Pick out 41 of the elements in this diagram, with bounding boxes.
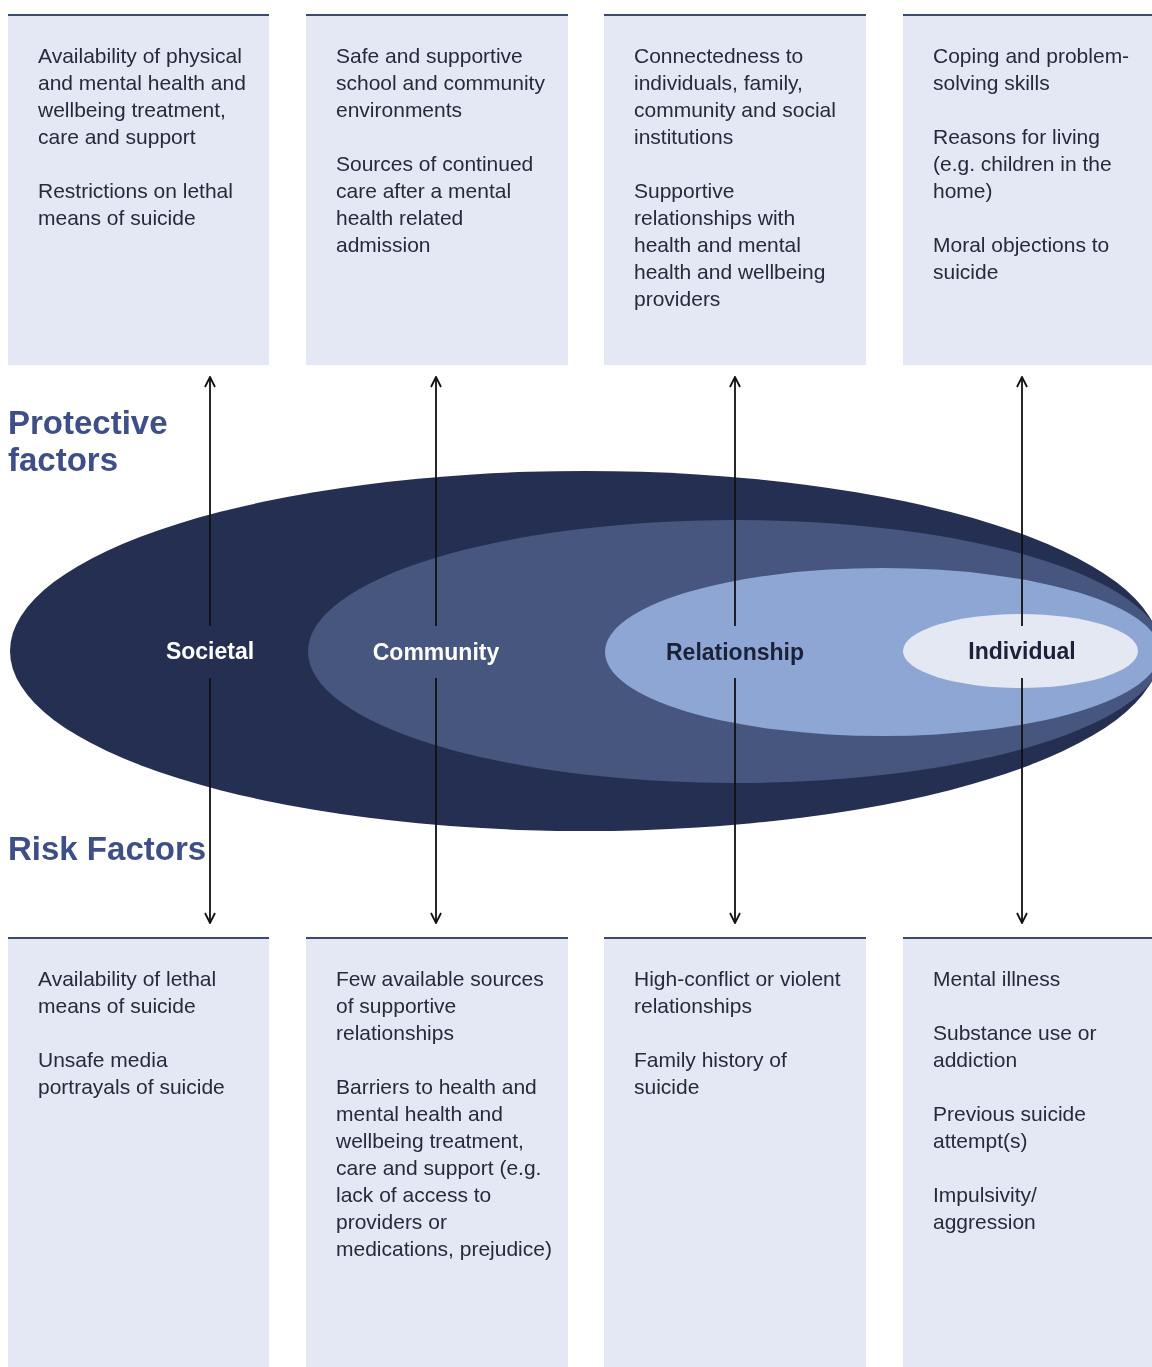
level-label: Relationship [666,638,804,666]
arrow [1016,376,1028,627]
arrow [430,376,442,627]
factor-text: Supportive relationships with health and mental health and wellbeing providers [634,178,827,312]
factor-text: Family history of suicide [634,1047,788,1100]
factor-text: Moral objections to suicide [933,232,1111,285]
factor-text: High-conflict or violent relationships [634,966,842,1019]
protective-factor-panel [8,14,269,365]
arrow [430,677,442,924]
risk-factor-panel [604,937,866,1367]
factor-text: Mental illness [933,966,1062,992]
factor-text: Restrictions on lethal means of suicide [38,178,234,231]
factor-text: Reasons for living (e.g. children in the home) [933,124,1113,204]
risk-factor-panel [8,937,269,1367]
arrow [1016,677,1028,924]
protective-factor-panel [903,14,1152,365]
level-label: Individual [968,637,1076,665]
arrow [729,677,741,924]
factor-text: Substance use or addiction [933,1020,1098,1073]
section-heading: Risk Factors [8,830,208,867]
risk-factor-panel [903,937,1152,1367]
protective-factor-panel [306,14,568,365]
section-heading: Protective factors [8,404,169,478]
factor-text: Few available sources of supportive relationships [336,966,545,1046]
arrow [204,376,216,627]
factor-text: Unsafe media portrayals of suicide [38,1047,226,1100]
risk-factor-panel [306,937,568,1367]
factor-text: Barriers to health and mental health and wellbeing treatment, care and support (e.g. lack of access to providers or medications, prejudice) [336,1074,553,1262]
factor-text: Impulsivity/ aggression [933,1182,1038,1235]
factor-text: Availability of lethal means of suicide [38,966,218,1019]
level-label: Community [372,638,500,665]
protective-factor-panel [604,14,866,365]
factor-text: Sources of continued care after a mental health related admission [336,151,535,258]
arrow [729,376,741,627]
factor-text: Connectedness to individuals, family, community and social institutions [634,43,837,150]
level-label: Societal [165,637,255,665]
factor-text: Availability of physical and mental health and wellbeing treatment, care and support [38,43,247,150]
factor-text: Coping and problem-solving skills [933,43,1131,96]
factor-text: Safe and supportive school and community environments [336,43,546,123]
factor-text: Previous suicide attempt(s) [933,1101,1087,1154]
arrow [204,677,216,924]
